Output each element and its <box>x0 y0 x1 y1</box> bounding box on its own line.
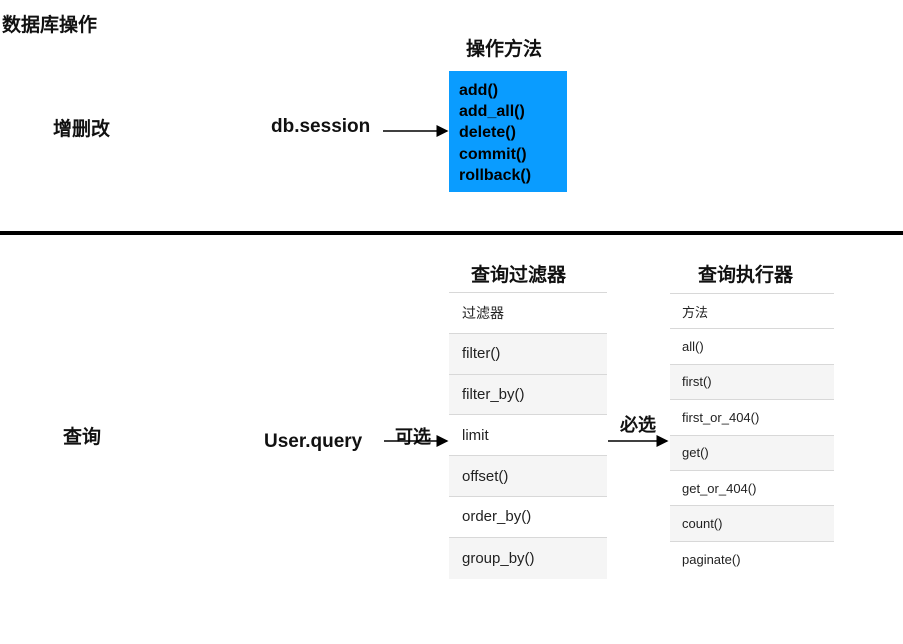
op-add-all: add_all() <box>459 103 525 121</box>
exec-row: first() <box>670 364 834 401</box>
filter-row: filter_by() <box>449 374 607 416</box>
exec-table-header: 方法 <box>670 294 834 330</box>
user-query-label: User.query <box>264 431 363 452</box>
exec-table: 方法 all() first() first_or_404() get() ge… <box>670 293 834 577</box>
op-add: add() <box>459 82 499 99</box>
filter-row: filter() <box>449 333 607 375</box>
filter-row: offset() <box>449 456 607 497</box>
filter-table: 过滤器 filter() filter_by() limit offset() … <box>449 292 607 579</box>
op-commit: commit() <box>459 145 527 163</box>
op-delete: delete() <box>459 124 516 142</box>
ops-title: 操作方法 <box>466 38 543 60</box>
exec-row: get_or_404() <box>670 471 834 507</box>
filter-row: group_by() <box>449 537 607 579</box>
filter-title: 查询过滤器 <box>471 264 567 286</box>
exec-row: all() <box>670 329 834 365</box>
exec-row: first_or_404() <box>670 400 834 436</box>
crud-label: 增删改 <box>53 118 111 140</box>
query-label: 查询 <box>63 426 102 448</box>
op-rollback: rollback() <box>459 166 532 184</box>
section-divider <box>0 231 903 235</box>
filter-table-header: 过滤器 <box>449 293 607 334</box>
exec-row: count() <box>670 506 834 542</box>
ops-box: add() add_all() delete() commit() rollba… <box>449 71 567 192</box>
filter-row: limit <box>449 415 607 457</box>
required-label: 必选 <box>620 415 656 436</box>
optional-label: 可选 <box>395 427 431 448</box>
exec-title: 查询执行器 <box>698 264 794 286</box>
session-label: db.session <box>271 116 371 137</box>
page-title: 数据库操作 <box>2 14 98 36</box>
exec-row: get() <box>670 435 834 471</box>
filter-row: order_by() <box>449 497 607 538</box>
exec-row: paginate() <box>682 551 741 567</box>
